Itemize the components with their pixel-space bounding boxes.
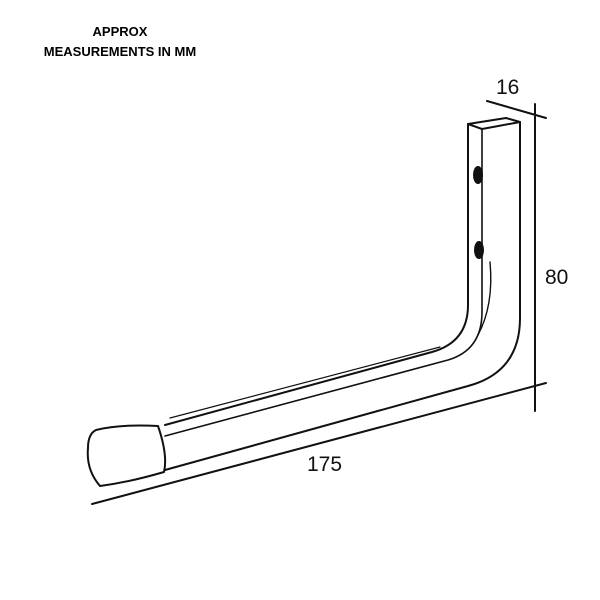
dimension-height: 80: [545, 266, 569, 289]
bracket-arm-line: [169, 346, 441, 419]
dim-line-depth: [486, 100, 547, 119]
bracket-front-edge: [164, 123, 469, 426]
mount-hole-bottom: [474, 241, 484, 259]
dimension-depth: 16: [496, 76, 520, 99]
dim-line-length: [91, 382, 547, 505]
mount-hole-top: [473, 166, 483, 184]
bracket-side-line: [477, 261, 492, 336]
bracket-back-edge: [164, 121, 521, 471]
bracket-inner-edge: [164, 128, 483, 437]
end-cap: [86, 424, 167, 487]
bracket-top: [467, 117, 521, 130]
dimension-length: 175: [307, 453, 343, 476]
note-measurements: MEASUREMENTS IN MM: [43, 44, 197, 59]
note-approx: APPROX: [92, 24, 148, 39]
